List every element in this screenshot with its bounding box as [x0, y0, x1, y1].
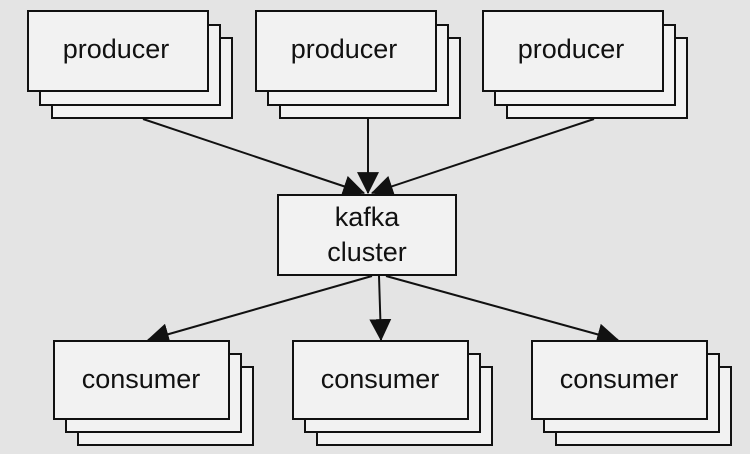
consumer-box: [53, 340, 230, 420]
kafka-cluster-node: kafka cluster: [277, 194, 457, 276]
consumer-box: [531, 340, 708, 420]
producer-stack: producer: [27, 10, 233, 119]
consumer-stack: consumer: [292, 340, 493, 446]
cluster-to-consumer-arrow: [369, 275, 392, 342]
cluster-to-consumer-arrow: [146, 275, 373, 345]
producer-label: producer: [518, 34, 625, 64]
consumer-label: consumer: [560, 364, 679, 394]
producer-label: producer: [291, 34, 398, 64]
producer-to-cluster-arrow: [370, 118, 595, 197]
consumer-stack: consumer: [53, 340, 254, 446]
producer-box: [482, 10, 664, 92]
producer-label: producer: [63, 34, 170, 64]
cluster-to-consumer-arrow: [385, 275, 620, 346]
producer-box: [255, 10, 437, 92]
producer-to-cluster-arrow: [142, 118, 366, 197]
consumer-label: consumer: [82, 364, 201, 394]
kafka-cluster-label-line1: kafka: [335, 202, 401, 232]
producer-stack: producer: [482, 10, 688, 119]
kafka-cluster-box: [277, 194, 457, 276]
producer-box: [27, 10, 209, 92]
consumer-stack: consumer: [531, 340, 732, 446]
producer-stack: producer: [255, 10, 461, 119]
consumer-label: consumer: [321, 364, 440, 394]
consumer-box: [292, 340, 469, 420]
kafka-cluster-label-line2: cluster: [327, 237, 407, 267]
